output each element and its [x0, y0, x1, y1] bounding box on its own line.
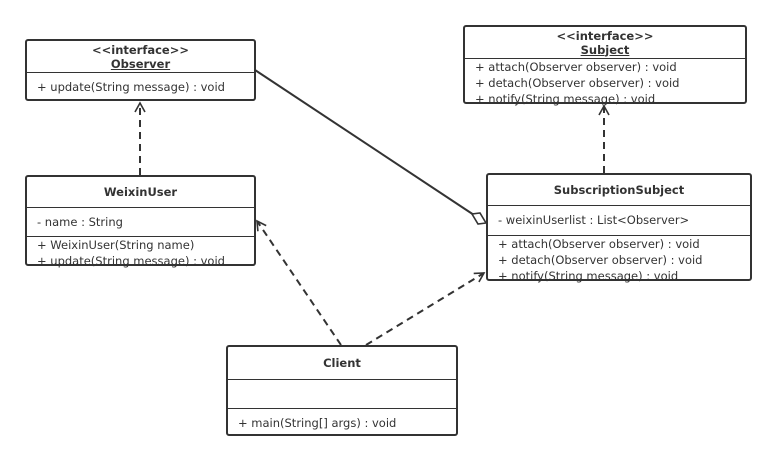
class-name: SubscriptionSubject [553, 183, 685, 197]
attributes: - name : String [27, 208, 254, 237]
dependency-client-weixinuser [256, 219, 342, 346]
operation: + notify(String message) : void [475, 92, 656, 106]
class-name: WeixinUser [103, 185, 178, 199]
class-subscriptionsubject[interactable]: SubscriptionSubject - weixinUserlist : L… [486, 173, 752, 284]
operation: + main(String[] args) : void [238, 416, 397, 430]
operation: + attach(Observer observer) : void [498, 237, 700, 251]
operation: + update(String message) : void [37, 254, 225, 268]
class-name: Client [323, 356, 361, 370]
operations: + attach(Observer observer) : void + det… [465, 59, 745, 107]
stereotype: <<interface>> [91, 42, 190, 57]
attributes [228, 380, 456, 409]
class-header: SubscriptionSubject [488, 175, 750, 206]
operation: + attach(Observer observer) : void [475, 60, 677, 74]
class-name: Subject [580, 42, 630, 57]
class-name: Observer [110, 56, 171, 71]
class-header: Client [228, 347, 456, 380]
aggregation-diamond [470, 212, 488, 225]
operation: + notify(String message) : void [498, 269, 679, 283]
attribute: - name : String [37, 215, 123, 229]
aggregation-line [254, 69, 475, 216]
operation: + detach(Observer observer) : void [498, 253, 703, 267]
attributes: - weixinUserlist : List<Observer> [488, 206, 750, 236]
dependency-client-subscription [365, 272, 486, 346]
class-subject[interactable]: <<interface>> Subject + attach(Observer … [463, 25, 747, 107]
operation: + detach(Observer observer) : void [475, 76, 680, 90]
operations: + attach(Observer observer) : void + det… [488, 236, 750, 284]
operation: + update(String message) : void [37, 80, 225, 94]
class-header: WeixinUser [27, 177, 254, 208]
class-header: <<interface>> Observer [27, 41, 254, 73]
class-observer[interactable]: <<interface>> Observer + update(String m… [25, 39, 256, 101]
attribute: - weixinUserlist : List<Observer> [498, 213, 690, 227]
operations: + WeixinUser(String name) + update(Strin… [27, 237, 254, 269]
operations: + update(String message) : void [27, 73, 254, 95]
operations: + main(String[] args) : void [228, 409, 456, 431]
stereotype: <<interface>> [556, 28, 654, 43]
operation: + WeixinUser(String name) [37, 238, 195, 252]
class-weixinuser[interactable]: WeixinUser - name : String + WeixinUser(… [25, 175, 256, 269]
class-header: <<interface>> Subject [465, 27, 745, 59]
class-client[interactable]: Client + main(String[] args) : void [226, 345, 458, 436]
